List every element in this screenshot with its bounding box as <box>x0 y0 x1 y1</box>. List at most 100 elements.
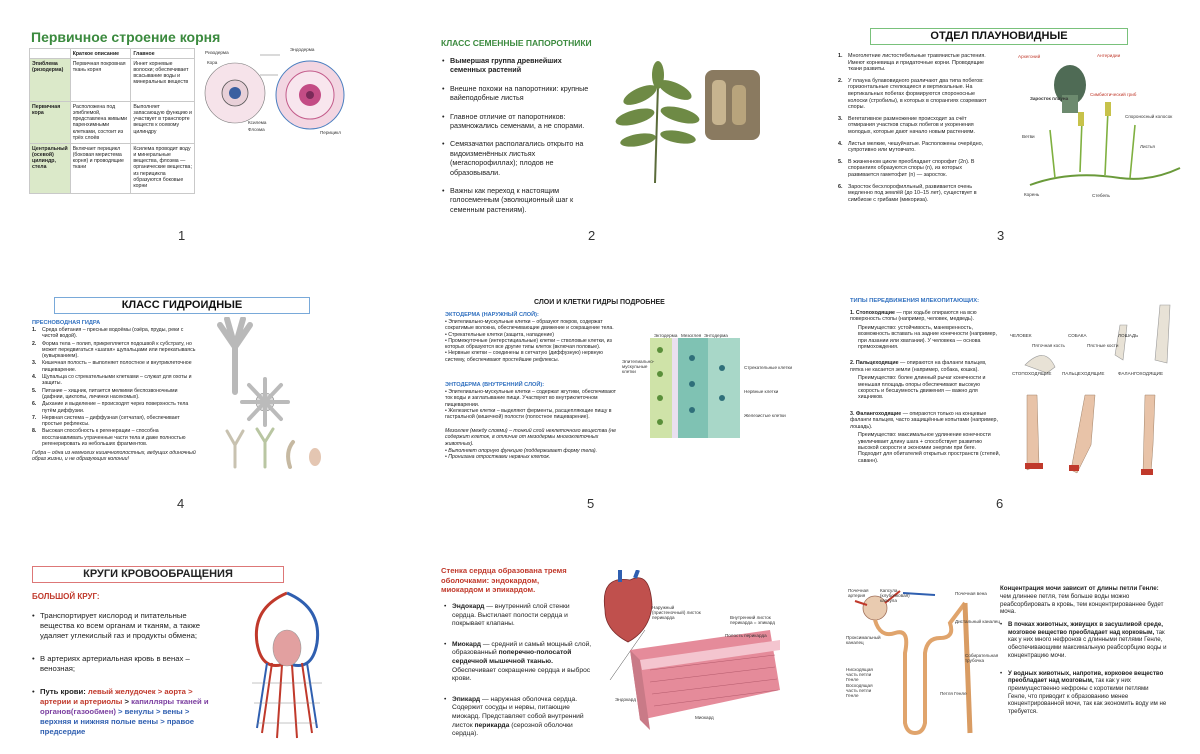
slide-1[interactable]: Первичное строение корня Краткое описани… <box>0 0 390 250</box>
diagram-label: Архегоний <box>1018 54 1041 59</box>
diagram-label: Ризодерма <box>205 50 229 55</box>
table-header: Краткое описание <box>69 47 132 60</box>
club-moss-illustration <box>1029 65 1181 186</box>
diagram-label: Эндодерма <box>290 47 315 52</box>
list-item: 1.Среда обитания – пресные водоёмы (озёр… <box>32 327 184 340</box>
diagram-label: Эктодерма <box>654 333 678 338</box>
diagram-label: СОБАКА <box>1068 333 1087 338</box>
seed-fern-illustration <box>615 61 760 184</box>
list-item: 8.Высокая способность к регенерации – сп… <box>32 428 186 448</box>
list-item: 3.Кишечная полость – выполняет полостное… <box>32 360 192 373</box>
list-item: 3. Фалангоходящие — опираются только на … <box>850 410 1001 464</box>
seed-ferns-bullets: Вымершая группа древнейших семенных раст… <box>442 56 592 223</box>
table-header: Главное <box>130 47 195 60</box>
list-item: 5.Питание – хищник, питается мелкими бес… <box>32 387 178 400</box>
list-item: Вымершая группа древнейших семенных раст… <box>442 56 592 75</box>
slide-2[interactable]: КЛАСС СЕМЕННЫЕ ПАПОРОТНИКИ Вымершая груп… <box>400 0 800 250</box>
circulation-illustration <box>252 591 322 739</box>
root-structure-table: Краткое описание Главное Эпиблема (ризод… <box>29 47 195 195</box>
kidney-bullets: В почках животных, живущих в засушливой … <box>1000 621 1168 725</box>
nephron-illustration <box>854 590 973 736</box>
list-item: Эпикард — наружная оболочка сердца. Соде… <box>444 696 594 739</box>
list-item: Внешне похожи на папоротники: крупные ва… <box>442 84 592 103</box>
diagram-label: Восходящая часть петли Генле <box>846 683 873 698</box>
list-item: Главное отличие от папоротников: размнож… <box>442 112 592 131</box>
diagram-label: Ветви <box>1022 134 1035 139</box>
slide-7[interactable]: КРУГИ КРОВООБРАЩЕНИЯ БОЛЬШОЙ КРУГ: Транс… <box>0 555 400 754</box>
diagram-label: Пястные кости <box>1087 343 1119 348</box>
diagram-label: Флоэма <box>248 127 265 132</box>
hydra-list: 1.Среда обитания – пресные водоёмы (озёр… <box>32 327 198 448</box>
list-item: 4.Щупальца со стрекательными клетками – … <box>32 374 192 387</box>
slide-number: 6 <box>996 496 1004 511</box>
slide-1-title: Первичное строение корня <box>31 29 221 45</box>
table-row: Центральный (осевой) цилиндр, стела Вклю… <box>29 143 195 195</box>
hydra-illustration <box>217 317 321 469</box>
list-item: 4.Листья мелкие, чешуйчатые. Расположены… <box>838 140 984 154</box>
slide-5[interactable]: СЛОИ И КЛЕТКИ ГИДРЫ ПОДРОБНЕЕ ЭКТОДЕРМА … <box>400 285 800 525</box>
slide-2-title: КЛАСС СЕМЕННЫЕ ПАПОРОТНИКИ <box>441 38 592 48</box>
heart-wall-illustration <box>603 570 780 730</box>
diagram-label: Корень <box>1024 192 1040 197</box>
slide-9[interactable]: Почечная артерия Капсула (клубочковая) к… <box>800 555 1200 754</box>
slide-4-subtitle: ПРЕСНОВОДНАЯ ГИДРА <box>32 320 101 326</box>
list-item: 3.Вегетативное размножение происходит за… <box>838 115 975 135</box>
diagram-label: Симбиотический гриб <box>1090 92 1137 97</box>
diagram-label: ЧЕЛОВЕК <box>1010 333 1032 338</box>
circulation-bullets: Транспортирует кислород и питательные ве… <box>32 611 222 746</box>
slide-number: 3 <box>997 228 1005 243</box>
list-item: • Эпителиально-мускульные клетки – содер… <box>445 389 617 408</box>
list-item: • Выполняет опорную функцию (поддерживае… <box>445 448 598 454</box>
list-item: Транспортирует кислород и питательные ве… <box>32 611 222 641</box>
mesoglea-list: • Выполняет опорную функцию (поддерживае… <box>445 448 617 461</box>
diagram-label: СТОПОХОДЯЩИЕ <box>1012 371 1052 376</box>
list-item: Важны как переход к настоящим голосеменн… <box>442 186 592 214</box>
diagram-label: Полость перикарда <box>725 633 767 638</box>
list-item: Миокард — средний и самый мощный слой, о… <box>444 641 594 684</box>
list-item: • Стрекательные клетки (защита, нападени… <box>445 331 555 338</box>
slide-8[interactable]: Стенка сердца образована тремя оболочкам… <box>400 555 800 754</box>
diagram-label: Пяточная кость <box>1032 343 1065 348</box>
diagram-label: Спороносный колосок <box>1125 114 1173 119</box>
list-item: 2.Форма тела – полип, прикрепляется подо… <box>32 340 196 360</box>
list-item: • Промежуточные (интерстициальные) клетк… <box>445 337 612 351</box>
diagram-label: Нервные клетки <box>744 389 779 394</box>
slide-4[interactable]: КЛАСС ГИДРОИДНЫЕ ПРЕСНОВОДНАЯ ГИДРА 1.Ср… <box>0 285 400 525</box>
list-item: 2. Пальцеходящие — опираются на фаланги … <box>850 360 987 401</box>
diagram-label: Энтодерма <box>704 333 728 338</box>
slide-3[interactable]: ОТДЕЛ ПЛАУНОВИДНЫЕ 1.Многолетние листост… <box>800 0 1200 250</box>
table-row: Первичная кора Расположена под эпиблемой… <box>29 101 195 145</box>
slide-5-title: СЛОИ И КЛЕТКИ ГИДРЫ ПОДРОБНЕЕ <box>534 299 665 306</box>
endoderm-list: • Эпителиально-мускульные клетки – содер… <box>445 389 617 420</box>
list-item: • Пронизана отростками нервных клеток. <box>445 454 551 461</box>
diagram-label: Почечная артерия <box>848 588 869 598</box>
diagram-label: Дистальный каналец <box>955 619 1000 624</box>
slide-6[interactable]: ТИПЫ ПЕРЕДВИЖЕНИЯ МЛЕКОПИТАЮЩИХ: 1. Стоп… <box>800 285 1200 525</box>
diagram-label: Стебель <box>1092 193 1110 198</box>
diagram-label: Ксилема <box>248 120 267 125</box>
list-item: В артериях артериальная кровь в венах – … <box>32 654 222 674</box>
diagram-label: Мезоглея <box>681 333 702 338</box>
list-item: 2.У плауна булавовидного различают два т… <box>838 77 987 111</box>
slide-number: 4 <box>177 496 185 511</box>
diagram-label: ФАЛАНГОХОДЯЩИЕ <box>1118 371 1164 376</box>
hydra-layers-illustration <box>650 338 740 438</box>
locomotion-list: 1. Стопоходящие — при ходьбе опираются н… <box>850 310 1000 464</box>
list-item: 6.Заросток бесхлорофилльный, развивается… <box>838 183 977 203</box>
list-item: Путь крови: левый желудочек > аорта > ар… <box>32 687 222 737</box>
diagram-label: Кора <box>207 60 218 65</box>
slide-number: 1 <box>178 228 186 243</box>
slide-8-title: Стенка сердца образована тремя оболочкам… <box>441 566 567 595</box>
endoderm-heading: ЭНТОДЕРМА (ВНУТРЕННИЙ СЛОЙ): <box>445 382 545 388</box>
slide-7-title: КРУГИ КРОВООБРАЩЕНИЯ <box>32 566 284 583</box>
diagram-label: ПАЛЬЦЕХОДЯЩИЕ <box>1062 371 1105 376</box>
list-item: • Нервные клетки – соединены в сетчатую … <box>445 350 603 363</box>
diagram-label: Эпителиально-мускульные клетки <box>622 359 655 374</box>
list-item: • Железистые клетки – выделяют ферменты,… <box>445 407 612 421</box>
diagram-label: Заросток плауна <box>1030 96 1069 101</box>
slide-3-title: ОТДЕЛ ПЛАУНОВИДНЫЕ <box>870 28 1128 45</box>
mesoglea-heading: Мезоглея (между слоями) – тонкий слой не… <box>445 428 616 447</box>
diagram-label: Эндокард <box>615 697 636 702</box>
diagram-label: Перицикл <box>320 130 341 135</box>
diagram-label: Почечная вена <box>955 591 987 596</box>
